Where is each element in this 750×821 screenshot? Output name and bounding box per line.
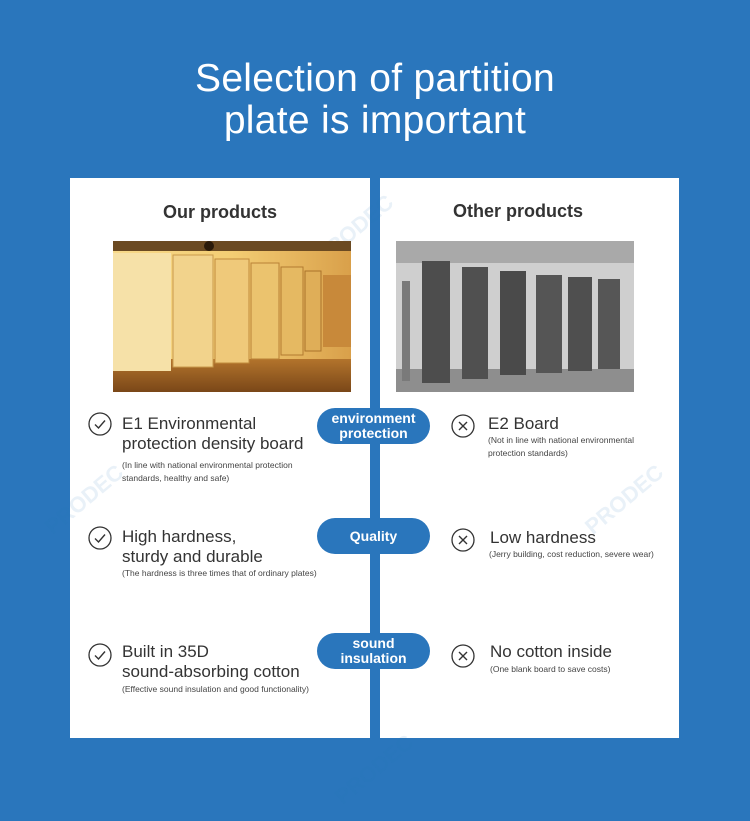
x-circle-icon — [451, 644, 475, 668]
our-feature-1-note: (In line with national environmental pro… — [122, 460, 293, 483]
category-pill-environment: environment protection — [317, 408, 430, 444]
category-label: Quality — [349, 527, 398, 544]
other-feature-1-note: (Not in line with national environmental… — [488, 435, 634, 458]
our-feature-1-title: E1 Environmental protection density boar… — [122, 414, 304, 453]
our-feature-3-title: Built in 35D sound-absorbing cotton — [122, 642, 300, 681]
category-pill-quality: Quality — [317, 518, 430, 554]
category-label: environment — [331, 410, 416, 426]
other-feature-2-title: Low hardness — [490, 528, 596, 547]
watermark-logo: PRODEC — [330, 729, 419, 810]
other-products-photo — [396, 241, 634, 392]
other-feature-2-note: (Jerry building, cost reduction, severe … — [489, 549, 654, 559]
our-products-heading: Our products — [162, 202, 277, 222]
center-divider — [370, 178, 380, 738]
title-line-2: plate is important — [223, 99, 527, 142]
our-products-photo — [113, 241, 351, 392]
check-circle-icon — [88, 526, 112, 550]
other-products-heading: Other products — [452, 201, 583, 221]
category-pill-sound: sound insulation — [317, 633, 430, 669]
our-feature-2-title: High hardness, sturdy and durable — [122, 527, 263, 566]
our-feature-2-note: (The hardness is three times that of ord… — [122, 568, 317, 578]
other-feature-3-title: No cotton inside — [490, 642, 612, 661]
check-circle-icon — [88, 643, 112, 667]
category-label: sound — [352, 635, 395, 651]
other-feature-1-title: E2 Board — [488, 414, 559, 433]
category-label: protection — [339, 425, 408, 441]
x-circle-icon — [451, 414, 475, 438]
other-feature-3-note: (One blank board to save costs) — [490, 664, 611, 674]
title-line-1: Selection of partition — [195, 57, 555, 100]
check-circle-icon — [88, 412, 112, 436]
x-circle-icon — [451, 528, 475, 552]
category-label: insulation — [340, 650, 407, 666]
our-feature-3-note: (Effective sound insulation and good fun… — [122, 684, 309, 694]
page-title: Selection of partition plate is importan… — [0, 58, 750, 142]
